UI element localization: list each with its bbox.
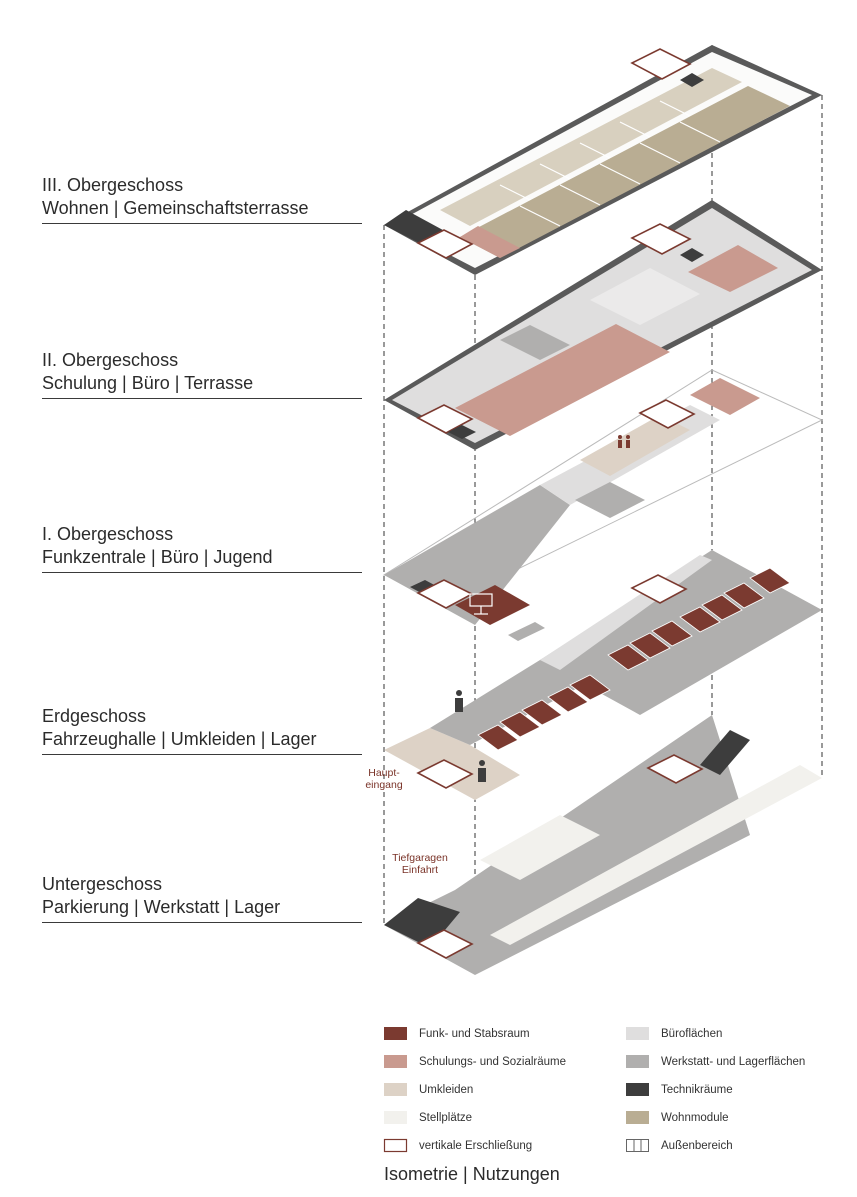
floor-1-wc-icon	[618, 435, 630, 448]
floor-3-stair-core-back	[630, 48, 692, 80]
floor-uses: Funkzentrale | Büro | Jugend	[42, 547, 273, 567]
floor-1-schulung	[690, 378, 760, 415]
floor-1-stair-landing	[508, 622, 545, 641]
legend-label: Büroflächen	[661, 1028, 723, 1040]
legend-item-aussenbereich: Außenbereich	[661, 1138, 733, 1154]
floor-name: III. Obergeschoss	[42, 175, 184, 195]
floor-0-stair-core-front	[416, 759, 474, 789]
floor-1-plate	[382, 369, 824, 641]
legend-item-buero: Büroflächen	[661, 1026, 722, 1042]
legend-item-funk-stabsraum: Funk- und Stabsraum	[419, 1026, 530, 1042]
floor-2-stair-core-back	[630, 223, 692, 255]
floor-name: Untergeschoss	[42, 874, 163, 894]
floor-0-plate	[384, 550, 822, 800]
floor-3-gemeinschaft	[460, 226, 520, 258]
floor-1-stair-core-back	[638, 399, 696, 429]
floor-3-wohnmodule-front	[460, 86, 790, 258]
floor-uses: Fahrzeughalle | Umkleiden | Lager	[42, 729, 317, 749]
legend-swatches	[383, 1027, 649, 1153]
floor-3-deck	[392, 52, 812, 268]
legend-item-umkleiden: Umkleiden	[419, 1082, 473, 1098]
floor-label-2: II. Obergeschoss Schulung | Büro | Terra…	[42, 349, 362, 399]
legend-swatch-erschliessung	[383, 1138, 408, 1153]
floor-minus1-stellplaetze-2	[480, 815, 600, 880]
legend-item-stellplaetze: Stellplätze	[419, 1110, 472, 1126]
legend-swatch-aussenbereich	[626, 1139, 649, 1152]
legend-label: vertikale Erschließung	[419, 1140, 533, 1152]
floor-2-plate	[384, 200, 822, 450]
floor-name: I. Obergeschoss	[42, 524, 174, 544]
legend-item-technik: Technikräume	[661, 1082, 733, 1098]
legend-swatch-technik	[626, 1083, 649, 1096]
legend-label: Technikräume	[661, 1084, 733, 1096]
legend-swatch-umkleiden	[384, 1083, 407, 1096]
floor-3-stair-core-front	[416, 229, 474, 259]
floor-minus1-stair-core-front	[416, 929, 474, 959]
legend-swatch-werkstatt	[626, 1055, 649, 1068]
floor-3-module-dividers	[499, 100, 721, 227]
floor-minus1-stellplaetze	[490, 765, 822, 945]
legend-swatch-buero	[626, 1027, 649, 1040]
floor-3-technik-small	[680, 73, 704, 87]
garage-entrance-callout: Tiefgaragen Einfahrt	[392, 852, 448, 876]
floor-label-minus1: Untergeschoss Parkierung | Werkstatt | L…	[42, 873, 362, 923]
floor-uses: Parkierung | Werkstatt | Lager	[42, 897, 281, 917]
floor-label-1: I. Obergeschoss Funkzentrale | Büro | Ju…	[42, 523, 362, 573]
legend-label: Außenbereich	[661, 1140, 733, 1152]
legend-label: Schulungs- und Sozialräume	[419, 1056, 567, 1068]
floor-2-stair-core-front	[416, 404, 474, 434]
floor-minus1-technik-back	[700, 730, 750, 775]
legend-label: Funk- und Stabsraum	[419, 1028, 530, 1040]
floor-1-umkleiden	[580, 415, 690, 476]
legend-label: Stellplätze	[419, 1112, 473, 1124]
floor-2-werkstatt	[500, 325, 570, 360]
floor-3-plate	[384, 45, 822, 275]
legend-item-wohnmodule: Wohnmodule	[661, 1110, 729, 1126]
legend-swatch-wohnmodule	[626, 1111, 649, 1124]
floor-label-0: Erdgeschoss Fahrzeughalle | Umkleiden | …	[42, 705, 362, 755]
legend-label: Werkstatt- und Lagerflächen	[661, 1056, 806, 1068]
floor-2-schulung-back	[688, 245, 778, 292]
floor-minus1-plate	[384, 715, 822, 975]
legend-item-erschliessung: vertikale Erschließung	[419, 1138, 532, 1154]
legend-label: Umkleiden	[419, 1084, 474, 1096]
floor-0-fire-trucks	[477, 567, 791, 751]
floor-0-person-icons	[455, 690, 486, 782]
floor-uses: Schulung | Büro | Terrasse	[42, 373, 254, 393]
legend-item-werkstatt: Werkstatt- und Lagerflächen	[661, 1054, 805, 1070]
floor-1-werkstatt-2	[575, 482, 645, 518]
floor-label-3: III. Obergeschoss Wohnen | Gemeinschafts…	[42, 174, 362, 224]
legend-item-schulung: Schulungs- und Sozialräume	[419, 1054, 566, 1070]
floor-2-technik-small	[680, 248, 704, 262]
floor-0-stair-core-back	[630, 574, 688, 604]
floor-name: Erdgeschoss	[42, 706, 147, 726]
main-entrance-callout: Haupt- eingang	[365, 767, 403, 791]
floor-uses: Wohnen | Gemeinschaftsterrasse	[42, 198, 309, 218]
floor-minus1-stair-core-back	[646, 754, 704, 784]
floor-1-radio-console-icon	[469, 593, 493, 615]
floor-name: II. Obergeschoss	[42, 350, 179, 370]
floor-minus1-technik	[384, 898, 460, 948]
legend-label: Wohnmodule	[661, 1112, 729, 1124]
floor-3-wohnmodule-back	[440, 68, 742, 226]
legend-title: Isometrie | Nutzungen	[384, 1164, 560, 1184]
legend-swatch-funk-stabsraum	[384, 1027, 407, 1040]
floor-2-technik-front	[448, 425, 476, 439]
floor-2-buero-light	[590, 268, 700, 325]
legend-swatch-schulung	[384, 1055, 407, 1068]
legend-swatch-stellplaetze	[384, 1111, 407, 1124]
floor-2-schulung	[455, 324, 670, 436]
